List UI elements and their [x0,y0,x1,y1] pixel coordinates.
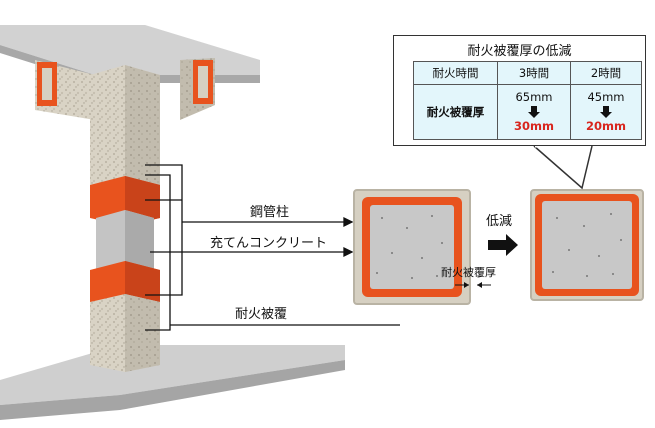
thickness-arrows-icon [455,282,491,288]
column-illustration [0,25,400,420]
header-3h: 3時間 [497,61,571,85]
floor-slab [0,345,345,420]
label-fire-covering-thickness: 耐火被覆厚 [441,266,496,279]
down-arrow-icon [528,106,540,118]
leader-lines [145,164,400,331]
label-steel-pipe: 鋼管柱 [250,205,290,220]
reduction-arrow-icon [488,234,518,256]
header-2h: 2時間 [570,61,642,85]
left-beam [35,60,95,120]
cell-2h: 45mm 20mm [570,84,642,140]
reduction-callout: 耐火被覆厚の低減 耐火時間 3時間 2時間 耐火被覆厚 65mm 30mm 45… [393,35,646,146]
label-reduction: 低減 [486,214,513,229]
column-concrete-core [96,210,154,278]
label-fire-covering: 耐火被覆 [235,307,288,322]
cross-section-after [530,189,644,301]
fire-rating-table: 耐火時間 3時間 2時間 耐火被覆厚 65mm 30mm 45mm 20mm [413,61,642,140]
callout-title: 耐火被覆厚の低減 [467,44,572,59]
value-2h-after: 20mm [586,119,626,133]
down-arrow-icon [600,106,612,118]
column-upper-covering [90,65,160,192]
label-filled-concrete: 充てんコンクリート [210,236,328,251]
callout-pointer [533,144,593,190]
cell-3h: 65mm 30mm [497,84,571,140]
row-label-thickness: 耐火被覆厚 [413,84,498,140]
right-beam [180,58,215,120]
value-3h-after: 30mm [514,119,554,133]
cross-section-before [353,189,471,305]
header-fire-time: 耐火時間 [413,61,498,85]
column-lower-covering [90,294,160,372]
steel-pipe-band-lower [90,261,160,310]
value-3h-before: 65mm [515,90,553,104]
value-2h-before: 45mm [587,90,625,104]
